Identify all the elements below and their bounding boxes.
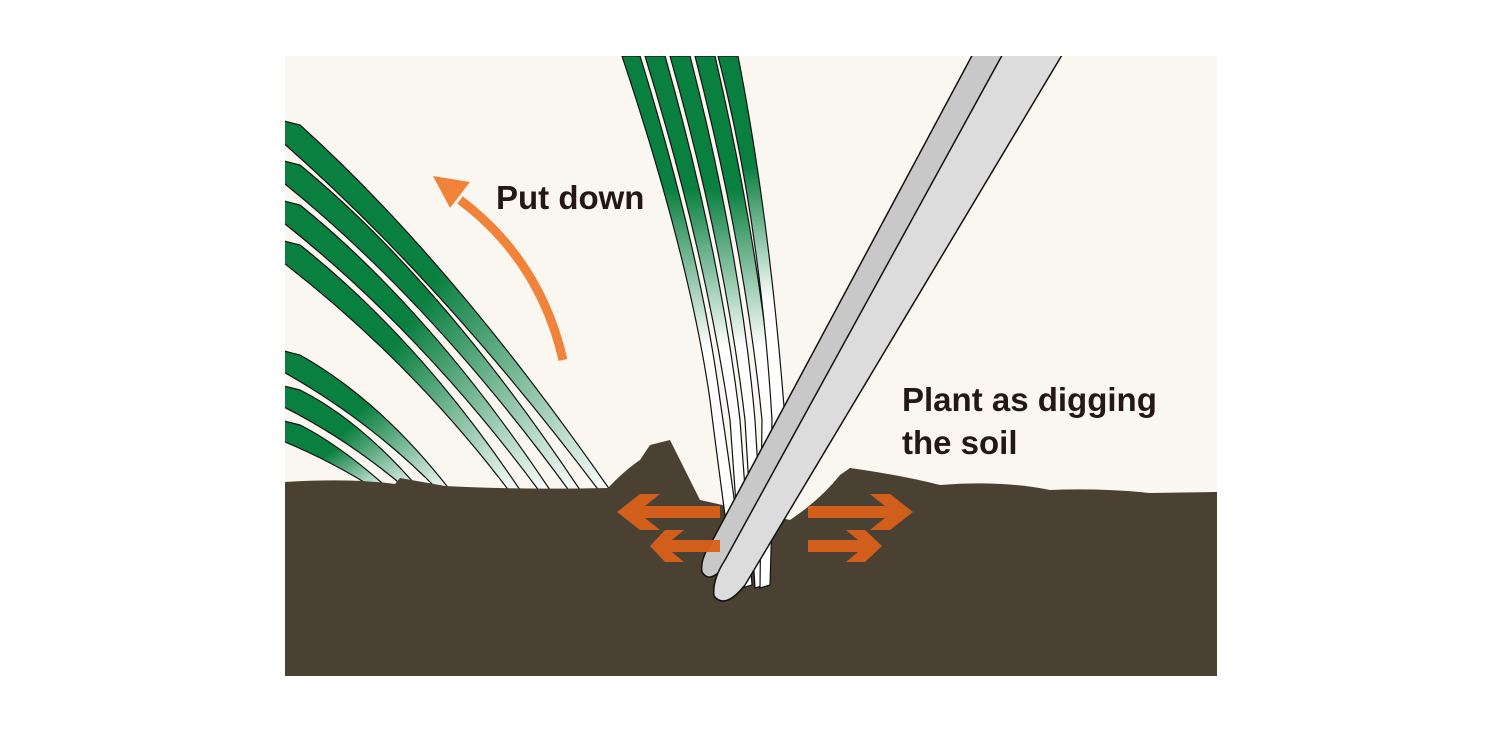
laid-down-leaves bbox=[285, 120, 612, 493]
put-down-label: Put down bbox=[496, 179, 645, 216]
put-down-arrow bbox=[433, 176, 568, 362]
soil-push-arrows bbox=[617, 494, 913, 562]
dibber-tool bbox=[700, 56, 1063, 602]
plant-label-line2: the soil bbox=[902, 424, 1018, 461]
plant-label-line1: Plant as digging bbox=[902, 381, 1157, 418]
